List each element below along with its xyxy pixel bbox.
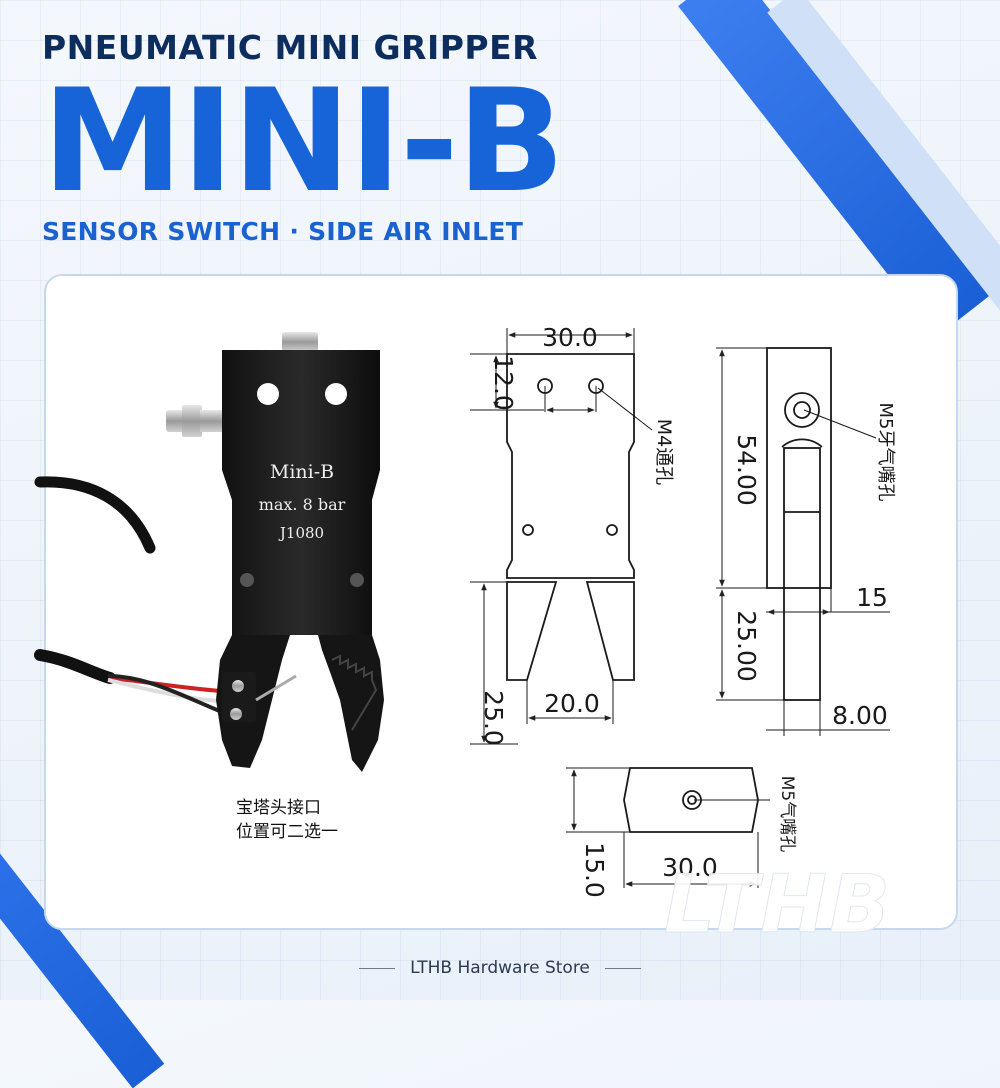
gripper-jaw-right (318, 635, 384, 772)
product-code-label: J1080 (278, 524, 324, 542)
body-hole-right (325, 383, 347, 405)
sensor-cable-bottom (34, 649, 116, 684)
side-body-height-label: 54.00 (732, 434, 761, 506)
fitting-position-note: 宝塔头接口 位置可二选一 (236, 796, 338, 844)
technical-drawing: Mini-B max. 8 bar J1080 (34, 323, 896, 898)
header: PNEUMATIC MINI GRIPPER MINI-B SENSOR SWI… (42, 28, 565, 246)
gripper-body (222, 350, 380, 635)
front-view-drawing (470, 328, 653, 745)
brand-watermark: LTHB (663, 858, 893, 952)
top-air-fitting (282, 332, 318, 352)
front-view-outline (506, 353, 635, 579)
front-view-jaw-right (585, 581, 635, 681)
bottom-width-label: 30.0 (662, 853, 718, 882)
footer-divider-right (605, 967, 642, 969)
side-offset-label: 15 (856, 583, 888, 612)
bottom-port-callout: M5气嘴孔 (777, 776, 797, 852)
header-features: SENSOR SWITCH · SIDE AIR INLET (42, 217, 524, 246)
front-hole-height-label: 12.0 (489, 355, 518, 411)
note-line-2: 位置可二选一 (236, 822, 338, 842)
spec-panel (44, 274, 958, 930)
gripper-product-illustration: Mini-B max. 8 bar J1080 (34, 332, 384, 772)
bottom-view-outline (623, 767, 759, 833)
header-title: MINI-B (42, 59, 565, 224)
front-view-jaw-left (506, 581, 558, 681)
body-hole-left (257, 383, 279, 405)
front-jaw-length-label: 25.0 (479, 690, 508, 746)
sensor-switch (222, 672, 256, 722)
product-pressure-label: max. 8 bar (259, 495, 346, 514)
header-subtitle: PNEUMATIC MINI GRIPPER (42, 28, 539, 67)
bottom-height-label: 15.0 (580, 842, 609, 898)
note-line-1: 宝塔头接口 (236, 798, 321, 818)
front-hole-callout: M4通孔 (653, 419, 675, 485)
side-jaw-height-label: 25.00 (732, 610, 761, 682)
side-jaw-thickness-label: 8.00 (832, 701, 888, 730)
sensor-cable-top (34, 476, 156, 554)
front-width-label: 30.0 (542, 323, 598, 352)
bottom-view-drawing (566, 767, 770, 888)
side-port-callout: M5牙气嘴孔 (875, 403, 896, 502)
side-view-drawing (716, 347, 890, 736)
footer: LTHB Hardware Store (0, 958, 1000, 978)
footer-store-name: LTHB Hardware Store (410, 958, 590, 978)
product-model-label: Mini-B (270, 461, 334, 483)
front-jaw-gap-label: 20.0 (544, 689, 600, 718)
footer-divider-left (358, 967, 395, 969)
side-air-fitting (166, 405, 224, 437)
side-view-jaw (783, 447, 821, 701)
side-view-body (766, 347, 832, 589)
